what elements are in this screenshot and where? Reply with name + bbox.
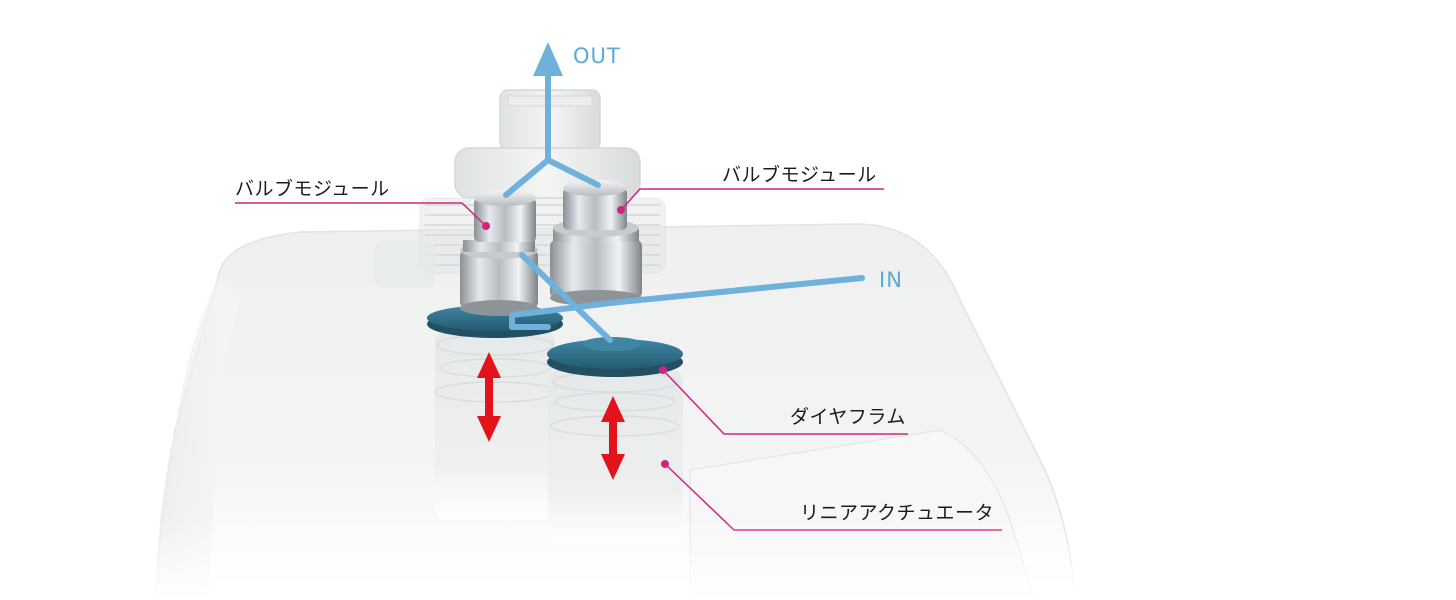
callout-label-valve-left: バルブモジュール: [235, 178, 390, 200]
out-arrow-head: [533, 42, 563, 76]
callout-line-valve-right: [620, 188, 884, 211]
callout-dots: [482, 206, 669, 468]
callout-line-diaphragm: [662, 369, 908, 435]
callout-line-valve-left: [235, 202, 487, 227]
valve-module-right: [550, 180, 642, 306]
valve-module-left: [460, 190, 538, 316]
flow-label-in: IN: [879, 268, 903, 292]
callout-label-valve-right: バルブモジュール: [722, 164, 877, 186]
flow-path: [503, 72, 865, 343]
diaphragm-right: [547, 337, 683, 377]
motion-arrow-right: [601, 396, 625, 480]
flow-label-out: OUT: [573, 44, 621, 68]
callout-label-diaphragm: ダイヤフラム: [790, 406, 906, 428]
motion-arrow-left: [477, 352, 501, 442]
callout-label-actuator: リニアアクチュエータ: [800, 502, 995, 524]
